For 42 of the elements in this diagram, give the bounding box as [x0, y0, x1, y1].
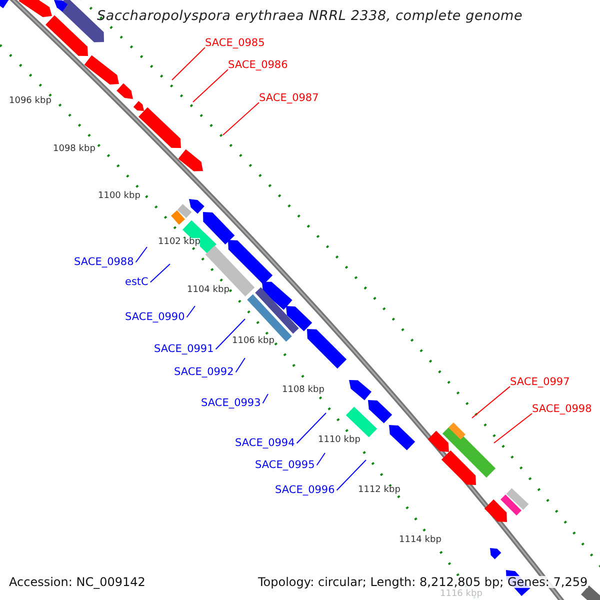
leader-line — [186, 306, 196, 318]
scale-label: 1098 kbp — [53, 145, 96, 154]
gene-label: SACE_0990 — [125, 312, 185, 322]
leader-line — [296, 412, 326, 444]
gene-label: SACE_0997 — [510, 377, 570, 388]
gene-label: SACE_0995 — [255, 460, 315, 470]
gene-label: SACE_0987 — [259, 93, 319, 104]
gene-label: SACE_0993 — [201, 398, 261, 408]
scale-label: 1096 kbp — [9, 97, 52, 106]
leader-line — [215, 318, 246, 350]
gene-label: SACE_0985 — [205, 38, 265, 48]
leader-line — [262, 394, 268, 404]
gene-label: SACE_0994 — [235, 438, 295, 448]
leader-line — [235, 358, 246, 373]
scale-label: 1102 kbp — [158, 238, 200, 247]
leader-line — [172, 47, 206, 80]
leader-line — [192, 69, 228, 102]
gene-label: SACE_0992 — [174, 367, 234, 378]
gene-label: SACE_0998 — [532, 404, 592, 414]
accession-text: Accession: NC_009142 — [9, 576, 146, 588]
scale-label: 1108 kbp — [282, 386, 324, 395]
scale-label: 1100 kbp — [98, 192, 140, 201]
leader-line — [150, 264, 170, 283]
leader-line — [316, 452, 326, 466]
gene-label: SACE_0986 — [228, 60, 288, 70]
leader-line — [494, 413, 532, 444]
gene-label: SACE_0996 — [275, 485, 335, 496]
gene-label: estC — [125, 277, 148, 288]
scale-label: 1104 kbp — [187, 286, 230, 295]
scale-label: 1116 kbp — [440, 590, 482, 599]
scale-label: 1114 kbp — [399, 536, 442, 545]
gene-label: SACE_0988 — [74, 257, 134, 268]
leader-line — [336, 460, 366, 491]
scale-label: 1110 kbp — [318, 436, 360, 445]
leader-line — [222, 102, 260, 136]
scale-label: 1106 kbp — [232, 337, 274, 346]
title: Saccharopolyspora erythraea NRRL 2338, complete genome — [97, 10, 523, 24]
leader-line — [472, 386, 510, 418]
leader-line — [135, 246, 148, 263]
gene-label: SACE_0991 — [154, 344, 214, 354]
scale-label: 1112 kbp — [358, 486, 400, 495]
genome-summary-text: Topology: circular; Length: 8,212,805 bp; Genes: 7,259 — [258, 576, 588, 588]
